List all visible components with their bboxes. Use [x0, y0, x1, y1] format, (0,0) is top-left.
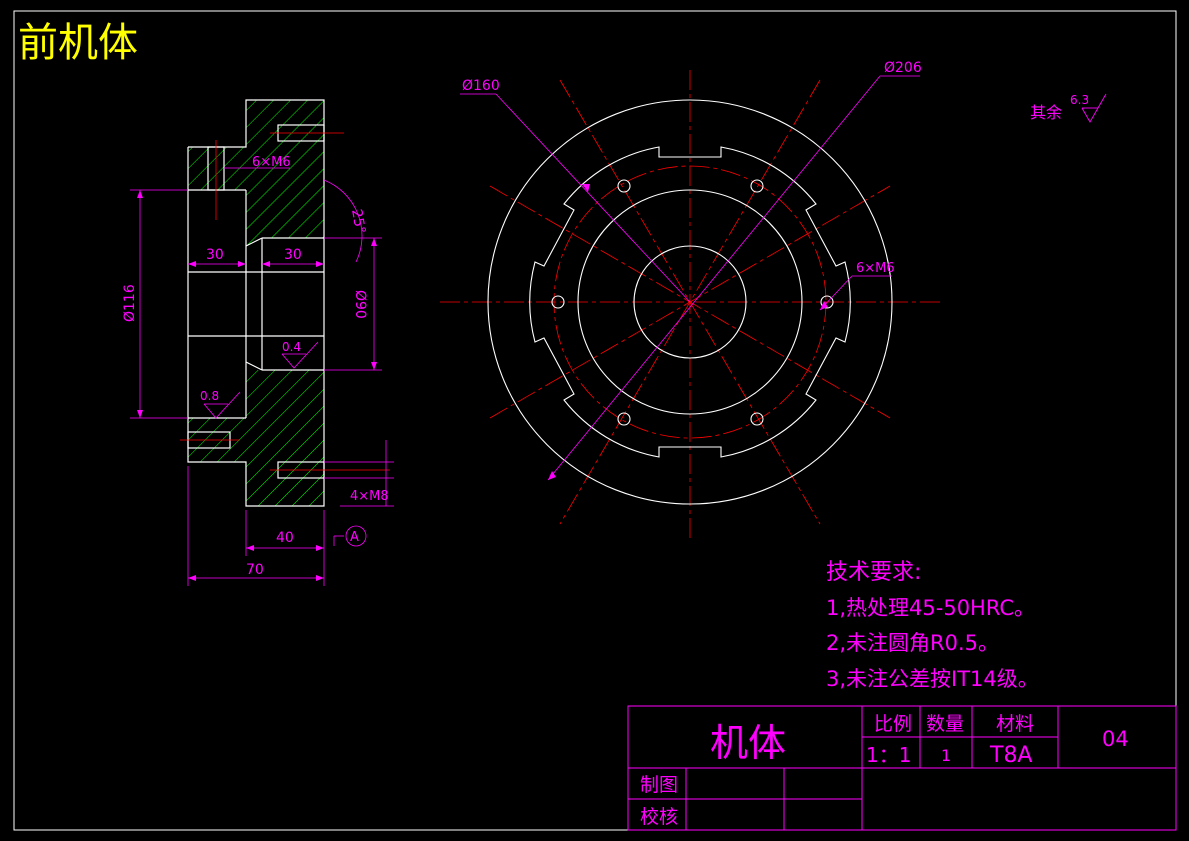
label-roughness-04: 0.4 [282, 340, 301, 354]
title-block-scale-label: 比例 [874, 713, 912, 735]
label-datum-a: A [350, 530, 359, 545]
label-roughness-08: 0.8 [200, 389, 219, 403]
front-leaders [460, 75, 920, 481]
hatch-lower [188, 370, 324, 506]
title-block-material-value: T8A [989, 743, 1033, 768]
roughness-note-label: 其余 [1030, 103, 1062, 122]
label-dia-206: Ø206 [884, 60, 922, 76]
label-dia-116: Ø116 [122, 284, 138, 322]
section-arrowheads [137, 190, 377, 581]
title-block-qty-value: 1 [941, 746, 951, 765]
section-view: 6×M6 25° 30 30 Ø116 Ø90 0.4 0.8 4×M8 40 … [122, 99, 394, 586]
label-dim-30-left: 30 [206, 247, 224, 263]
tech-requirement-1: 1,热处理45-50HRC。 [826, 596, 1035, 620]
section-dimensions [130, 132, 394, 586]
title-block-checked-label: 校核 [640, 806, 678, 828]
label-thread-bottom: 4×M8 [350, 489, 389, 504]
roughness-note-value: 6.3 [1070, 93, 1089, 107]
label-dia-160: Ø160 [462, 78, 500, 94]
tech-requirements: 技术要求: 1,热处理45-50HRC。 2,未注圆角R0.5。 3,未注公差按… [826, 560, 1039, 691]
label-dim-30-right: 30 [284, 247, 302, 263]
label-dim-40: 40 [276, 530, 294, 546]
title-block-drawn-label: 制图 [640, 774, 678, 796]
label-dim-70: 70 [246, 562, 264, 578]
title-block-part-name: 机体 [710, 721, 786, 765]
title-block-scale-value: 1：1 [866, 743, 911, 767]
title-block: 机体 比例 数量 材料 1：1 1 T8A 04 制图 校核 [627, 705, 1177, 831]
front-outline [487, 99, 893, 505]
drawing-frame [13, 10, 1177, 831]
label-thread-top: 6×M6 [252, 155, 291, 170]
label-front-thread: 6×M6 [856, 261, 895, 276]
roughness-note: 其余 6.3 [1030, 93, 1107, 123]
tech-requirements-heading: 技术要求: [826, 560, 921, 585]
drawing-title: 前机体 [18, 20, 138, 66]
label-angle: 25° [348, 208, 368, 235]
tech-requirement-2: 2,未注圆角R0.5。 [826, 631, 999, 655]
title-block-qty-label: 数量 [926, 713, 964, 735]
title-block-material-label: 材料 [996, 713, 1034, 735]
tech-requirement-3: 3,未注公差按IT14级。 [826, 667, 1039, 691]
front-arrowheads [548, 184, 828, 480]
front-view: Ø160 Ø206 6×M6 [440, 60, 940, 540]
title-block-drawing-no: 04 [1102, 727, 1129, 751]
hatch-upper [188, 100, 324, 246]
label-dia-90: Ø90 [352, 290, 368, 319]
front-centerlines [440, 70, 940, 540]
